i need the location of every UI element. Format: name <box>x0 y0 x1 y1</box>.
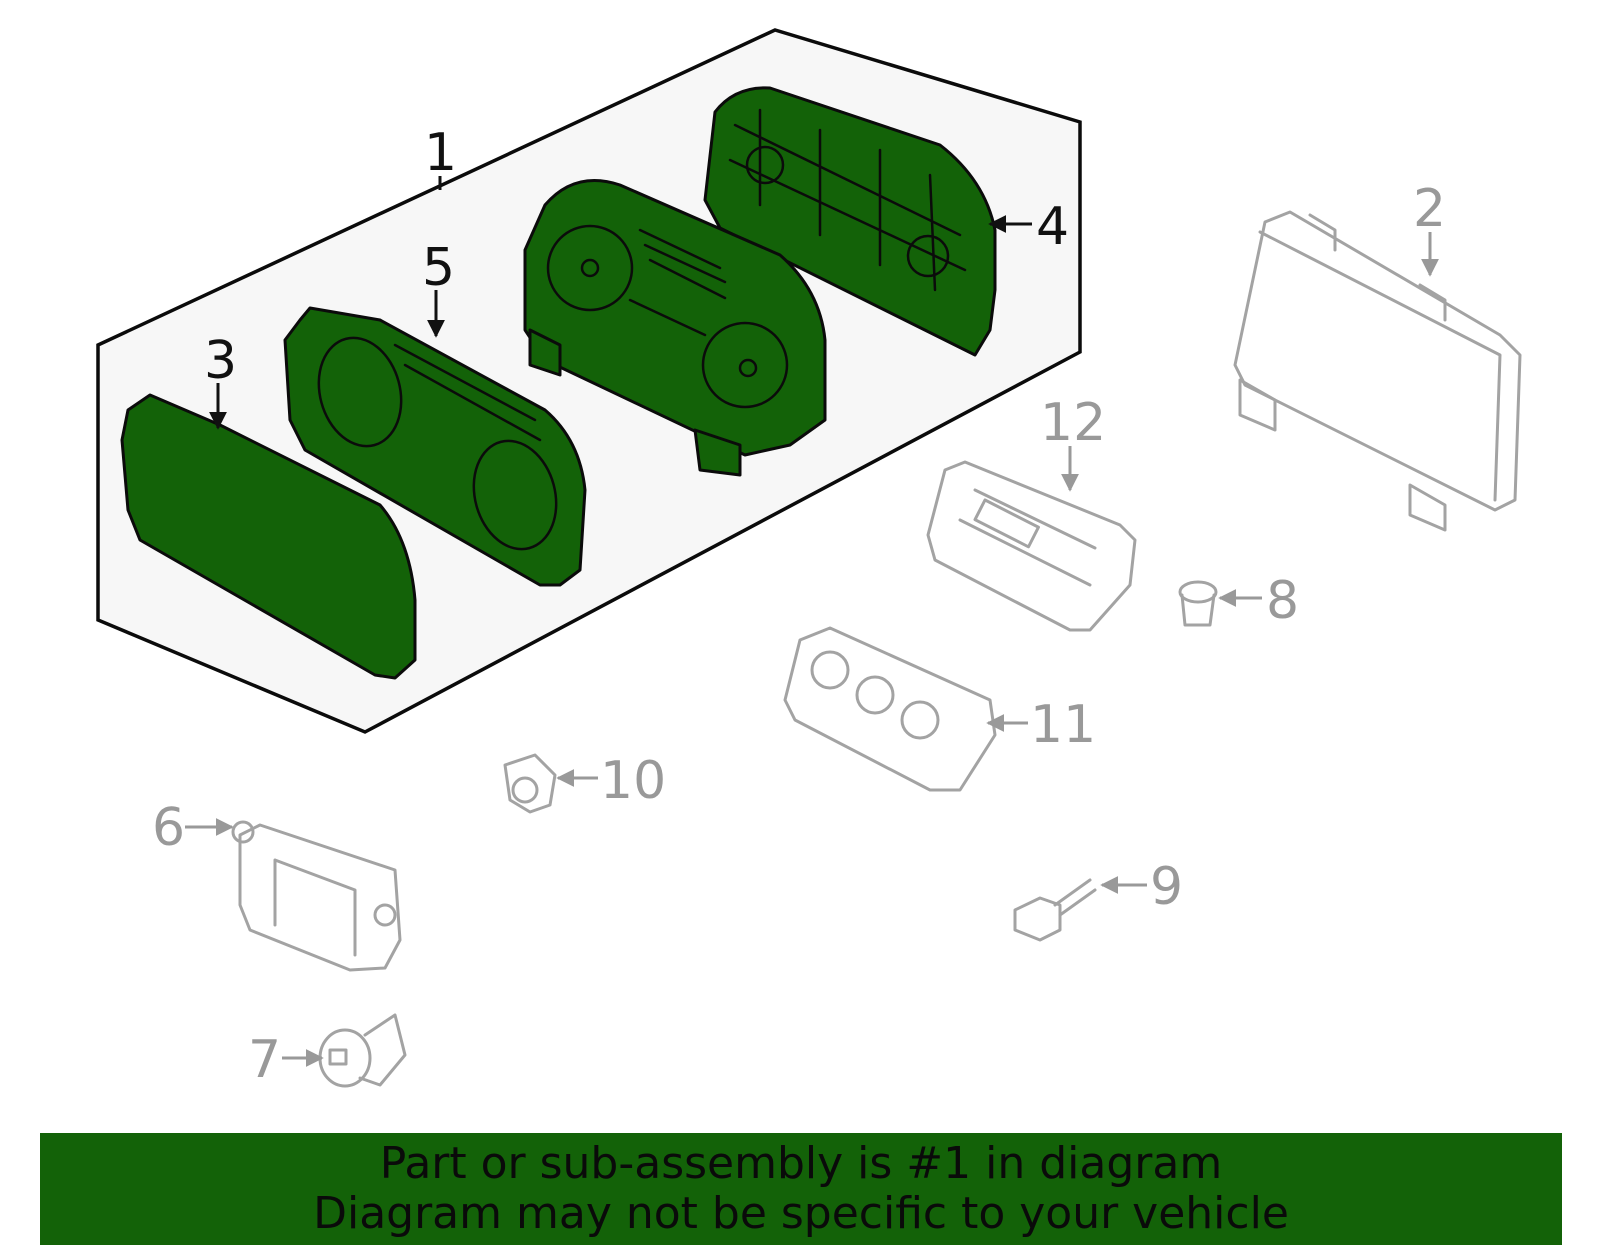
callout-12[interactable]: 12 <box>1040 393 1106 453</box>
switch-sensor-part[interactable] <box>503 753 557 814</box>
display-unit-part[interactable] <box>1233 210 1522 532</box>
info-banner: Part or sub-assembly is #1 in diagram Di… <box>40 1133 1562 1245</box>
callout-3[interactable]: 3 <box>204 331 237 391</box>
callout-11[interactable]: 11 <box>1030 695 1096 755</box>
callout-9[interactable]: 9 <box>1150 857 1183 917</box>
climate-knobs-part[interactable] <box>783 626 997 792</box>
cluster-lens-part[interactable] <box>120 393 417 680</box>
banner-line-1: Part or sub-assembly is #1 in diagram <box>379 1138 1223 1189</box>
cluster-bezel-part[interactable] <box>283 306 587 587</box>
connector-part[interactable] <box>1013 878 1097 942</box>
callout-2[interactable]: 2 <box>1413 179 1446 239</box>
callout-8[interactable]: 8 <box>1266 571 1299 631</box>
callout-5[interactable]: 5 <box>422 238 455 298</box>
push-clip-part[interactable] <box>1178 580 1218 627</box>
callout-10[interactable]: 10 <box>600 751 666 811</box>
banner-line-2: Diagram may not be specific to your vehi… <box>313 1188 1289 1239</box>
horn-sensor-part[interactable] <box>318 1013 407 1088</box>
callout-1[interactable]: 1 <box>424 123 457 183</box>
callout-4[interactable]: 4 <box>1036 197 1069 257</box>
callout-7[interactable]: 7 <box>248 1030 281 1090</box>
climate-panel-part[interactable] <box>926 460 1137 632</box>
control-module-part[interactable] <box>231 820 402 972</box>
cluster-housing-part[interactable] <box>703 86 997 357</box>
callout-6[interactable]: 6 <box>152 798 185 858</box>
cluster-face-part[interactable] <box>523 179 827 477</box>
